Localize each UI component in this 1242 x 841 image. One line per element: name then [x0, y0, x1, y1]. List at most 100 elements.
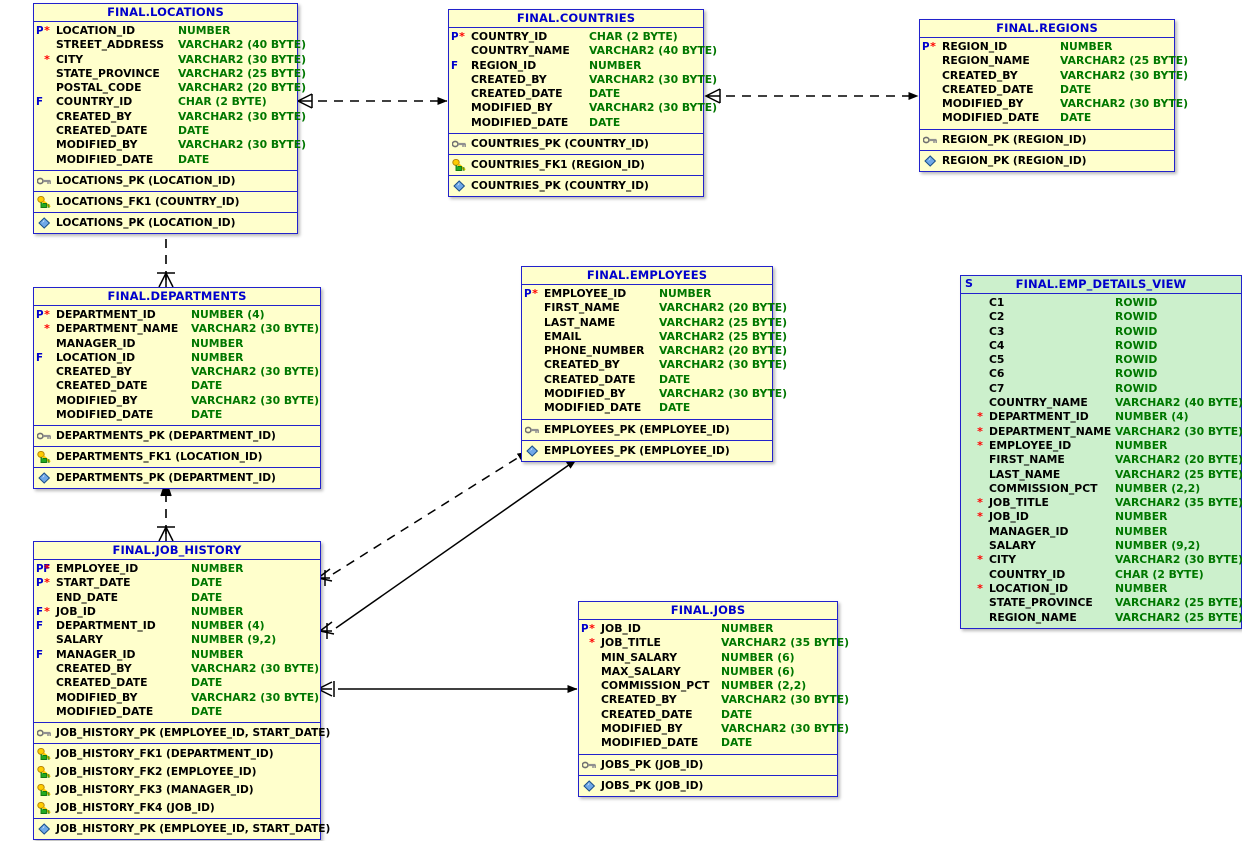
constraint-row[interactable]: JOB_HISTORY_PK (EMPLOYEE_ID, START_DATE): [34, 820, 330, 838]
constraint-row[interactable]: EMPLOYEES_PK (EMPLOYEE_ID): [522, 421, 772, 439]
constraint-row[interactable]: COUNTRIES_FK1 (REGION_ID): [449, 156, 703, 174]
constraint-row[interactable]: JOB_HISTORY_FK1 (DEPARTMENT_ID): [34, 745, 320, 763]
constraint-row[interactable]: DEPARTMENTS_PK (DEPARTMENT_ID): [34, 427, 320, 445]
constraint-row[interactable]: JOB_HISTORY_PK (EMPLOYEE_ID, START_DATE): [34, 724, 330, 742]
constraint-row[interactable]: JOB_HISTORY_FK2 (EMPLOYEE_ID): [34, 763, 320, 781]
constraint-row[interactable]: JOB_HISTORY_FK3 (MANAGER_ID): [34, 781, 320, 799]
constraint-row[interactable]: REGION_PK (REGION_ID): [920, 152, 1174, 170]
constraint-row[interactable]: EMPLOYEES_PK (EMPLOYEE_ID): [522, 442, 772, 460]
constraint-row[interactable]: LOCATIONS_PK (LOCATION_ID): [34, 172, 297, 190]
constraint-row[interactable]: COUNTRIES_PK (COUNTRY_ID): [449, 135, 703, 153]
constraint-row[interactable]: COUNTRIES_PK (COUNTRY_ID): [449, 177, 703, 195]
constraint-row[interactable]: JOBS_PK (JOB_ID): [579, 777, 837, 795]
constraint-row[interactable]: REGION_PK (REGION_ID): [920, 131, 1174, 149]
constraint-row[interactable]: LOCATIONS_PK (LOCATION_ID): [34, 214, 297, 232]
constraint-row[interactable]: LOCATIONS_FK1 (COUNTRY_ID): [34, 193, 297, 211]
